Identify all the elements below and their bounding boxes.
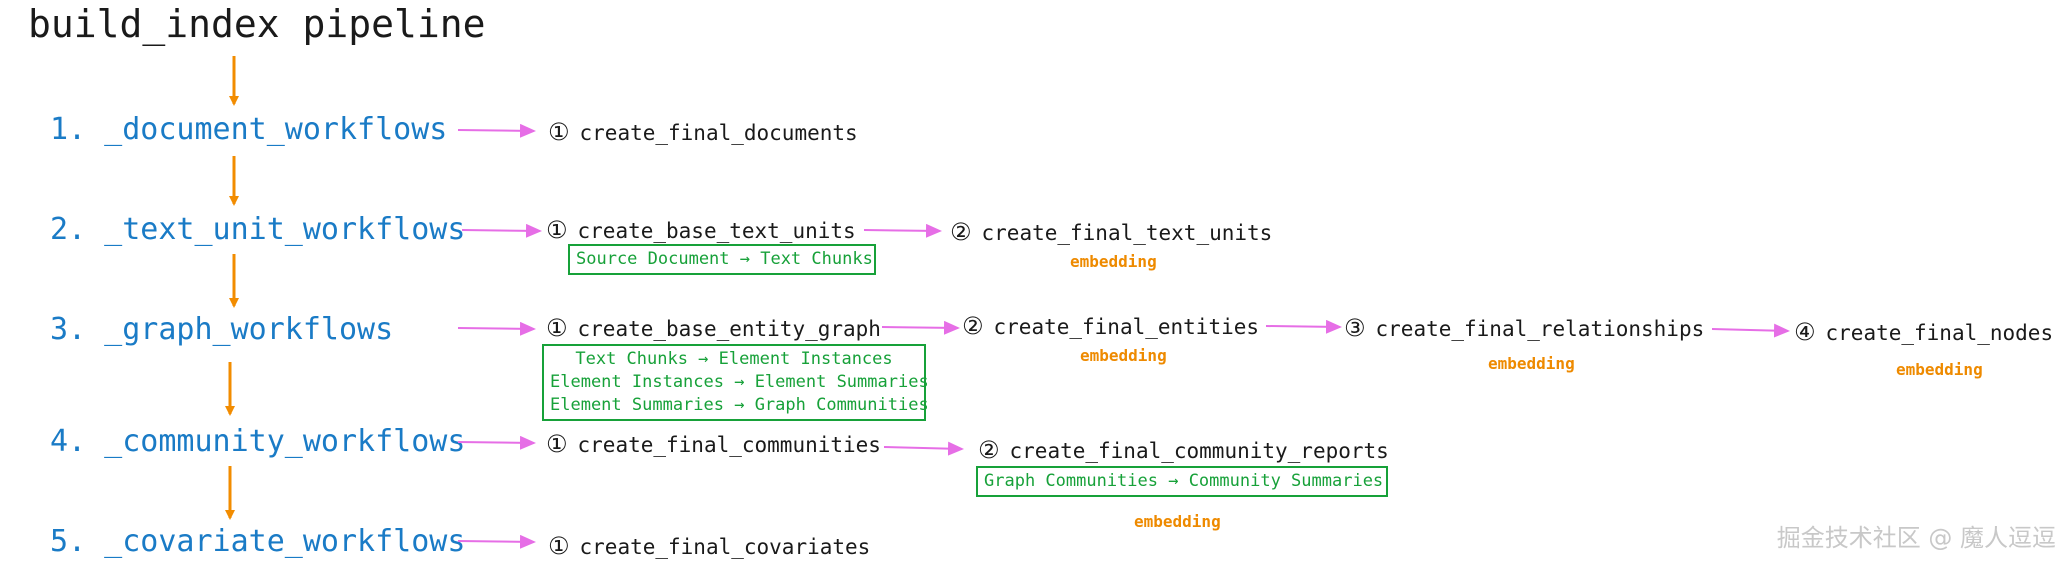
node-label: create_base_text_units [577, 219, 856, 243]
transform-line: Source Document → Text Chunks [576, 249, 873, 269]
step-number-2: ② [962, 312, 984, 340]
step-arrow [457, 321, 536, 336]
node-create-final-communities: ① create_final_communities [546, 430, 881, 458]
transform-line: Element Instances → Element Summaries [550, 372, 929, 392]
embedding-label: embedding [1070, 252, 1157, 271]
node-create-final-relationships: ③ create_final_relationships [1344, 314, 1704, 342]
node-label: create_final_text_units [981, 221, 1273, 245]
node-label: create_base_entity_graph [577, 317, 881, 341]
node-label: create_final_entities [993, 315, 1260, 339]
stage-graph-workflows: 3. _graph_workflows [50, 312, 394, 347]
step-arrow [457, 435, 536, 450]
stage-document-workflows: 1. _document_workflows [50, 112, 448, 147]
step-number-2: ② [950, 218, 972, 246]
step-arrow [863, 223, 942, 238]
node-create-final-text-units: ② create_final_text_units [950, 218, 1272, 246]
node-label: create_final_community_reports [1009, 439, 1389, 463]
node-create-base-entity-graph: ① create_base_entity_graph [546, 314, 881, 342]
step-arrow [461, 223, 542, 238]
step-arrow [881, 320, 960, 335]
node-label: create_final_covariates [579, 535, 871, 559]
page-title: build_index pipeline [28, 2, 486, 46]
embedding-label: embedding [1134, 512, 1221, 531]
transform-box-community: Graph Communities → Community Summaries [976, 466, 1388, 497]
transform-line: Text Chunks → Element Instances [575, 349, 893, 369]
step-number-1: ① [548, 118, 570, 146]
watermark: 掘金技术社区 @ 魔人逗逗 [1776, 524, 2056, 552]
node-create-final-community-reports: ② create_final_community_reports [978, 436, 1389, 464]
node-label: create_final_communities [577, 433, 881, 457]
node-create-final-documents: ① create_final_documents [548, 118, 858, 146]
step-number-1: ① [546, 314, 568, 342]
stage-community-workflows: 4. _community_workflows [50, 424, 466, 459]
step-number-1: ① [546, 216, 568, 244]
embedding-label: embedding [1080, 346, 1167, 365]
embedding-label: embedding [1488, 354, 1575, 373]
step-number-2: ② [978, 436, 1000, 464]
step-number-3: ③ [1344, 314, 1366, 342]
node-label: create_final_relationships [1375, 317, 1705, 341]
embedding-label: embedding [1896, 360, 1983, 379]
stage-text-unit-workflows: 2. _text_unit_workflows [50, 212, 466, 247]
node-create-base-text-units: ① create_base_text_units [546, 216, 856, 244]
stage-covariate-workflows: 5. _covariate_workflows [50, 524, 466, 559]
node-create-final-entities: ② create_final_entities [962, 312, 1259, 340]
node-label: create_final_documents [579, 121, 858, 145]
node-create-final-covariates: ① create_final_covariates [548, 532, 870, 560]
step-number-1: ① [546, 430, 568, 458]
step-number-4: ④ [1794, 318, 1816, 346]
transform-box-text-units: Source Document → Text Chunks [568, 244, 876, 275]
step-arrow [457, 534, 536, 549]
step-arrow [1711, 323, 1790, 338]
step-arrow [1265, 319, 1342, 334]
node-label: create_final_nodes [1825, 321, 2054, 345]
step-number-1: ① [548, 532, 570, 560]
transform-box-graph: Text Chunks → Element Instances Element … [542, 344, 929, 421]
transform-line: Graph Communities → Community Summaries [984, 471, 1384, 491]
step-arrow [883, 441, 964, 456]
step-arrow [457, 123, 536, 138]
transform-line: Element Summaries → Graph Communities [550, 395, 929, 415]
node-create-final-nodes: ④ create_final_nodes [1794, 318, 2053, 346]
